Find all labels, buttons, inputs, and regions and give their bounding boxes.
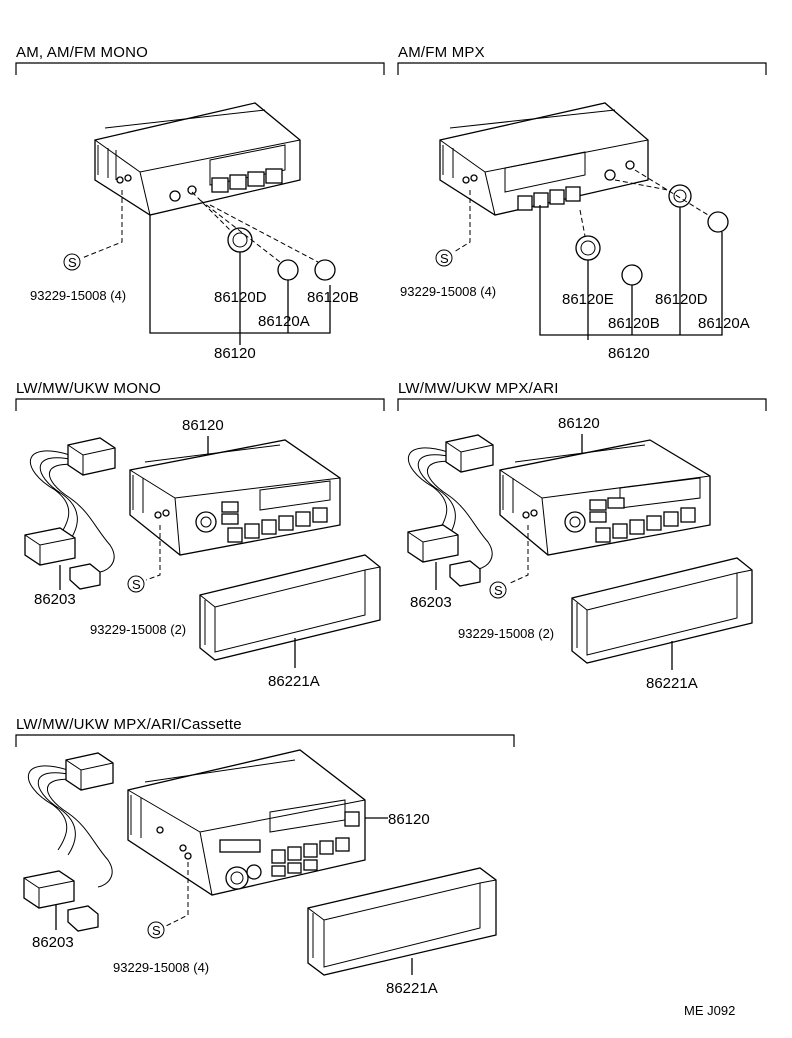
section-lw-mono: LW/MW/UKW MONO 86120 (15, 380, 385, 690)
part-label-bezel: 86221A (646, 675, 698, 692)
radio-unit-illustration (127, 749, 366, 896)
harness-illustration (407, 434, 494, 587)
section-title: LW/MW/UKW MPX/ARI/Cassette (16, 716, 242, 733)
harness-illustration (23, 752, 114, 932)
screw-callout: S 93229-15008 (4) (113, 862, 209, 975)
screw-symbol: S (68, 255, 77, 270)
part-label-radio: 86120 (558, 415, 600, 432)
screw-callout: S 93229-15008 (2) (458, 525, 554, 641)
radio-unit-illustration (94, 102, 301, 216)
screw-part-label: 93229-15008 (2) (458, 626, 554, 641)
section-am-mono: AM, AM/FM MONO (15, 44, 385, 362)
section-title: AM/FM MPX (398, 44, 485, 61)
harness-illustration (24, 437, 116, 590)
screw-part-label: 93229-15008 (4) (30, 288, 126, 303)
radio-unit-illustration (499, 439, 711, 556)
knob-illustrations (191, 191, 336, 281)
radio-unit-illustration (129, 439, 341, 556)
bezel-illustration (571, 557, 753, 664)
bezel-illustration (307, 867, 497, 976)
screw-callout: S 93229-15008 (2) (90, 525, 186, 637)
section-title: LW/MW/UKW MPX/ARI (398, 380, 559, 397)
screw-callout: S 93229-15008 (4) (30, 190, 126, 303)
screw-part-label: 93229-15008 (4) (400, 284, 496, 299)
section-frame (15, 734, 515, 747)
part-label-radio: 86120 (182, 417, 224, 434)
part-label-86120d: 86120D (655, 291, 708, 308)
part-label-86120d: 86120D (214, 289, 267, 306)
radio-unit-illustration (439, 102, 649, 216)
section-title: AM, AM/FM MONO (16, 44, 148, 61)
part-label-bezel: 86221A (386, 980, 438, 997)
part-label-harness: 86203 (410, 594, 452, 611)
section-lw-cassette: LW/MW/UKW MPX/ARI/Cassette (15, 716, 515, 997)
screw-part-label: 93229-15008 (4) (113, 960, 209, 975)
screw-symbol: S (152, 923, 161, 938)
knob-illustrations (575, 169, 729, 286)
part-label-bezel: 86221A (268, 673, 320, 690)
screw-symbol: S (132, 577, 141, 592)
screw-callout: S 93229-15008 (4) (400, 190, 496, 299)
part-label-86120: 86120 (214, 345, 256, 362)
leader-lines (149, 215, 331, 345)
leader-lines (539, 205, 723, 340)
screw-symbol: S (440, 251, 449, 266)
part-label-86120a: 86120A (258, 313, 310, 330)
section-lw-mpx: LW/MW/UKW MPX/ARI 86120 (397, 380, 767, 692)
part-label-86120e: 86120E (562, 291, 614, 308)
section-frame (397, 398, 767, 411)
bezel-illustration (199, 554, 381, 661)
section-am-mpx: AM/FM MPX (397, 44, 767, 362)
section-frame (15, 398, 385, 411)
diagram-code: ME J092 (684, 1003, 735, 1018)
part-label-86120: 86120 (608, 345, 650, 362)
part-label-86120b: 86120B (307, 289, 359, 306)
section-frame (15, 62, 385, 75)
screw-symbol: S (494, 583, 503, 598)
part-label-radio: 86120 (388, 811, 430, 828)
section-frame (397, 62, 767, 75)
part-label-harness: 86203 (32, 934, 74, 951)
screw-part-label: 93229-15008 (2) (90, 622, 186, 637)
part-label-86120b: 86120B (608, 315, 660, 332)
part-label-86120a: 86120A (698, 315, 750, 332)
part-label-harness: 86203 (34, 591, 76, 608)
section-title: LW/MW/UKW MONO (16, 380, 161, 397)
